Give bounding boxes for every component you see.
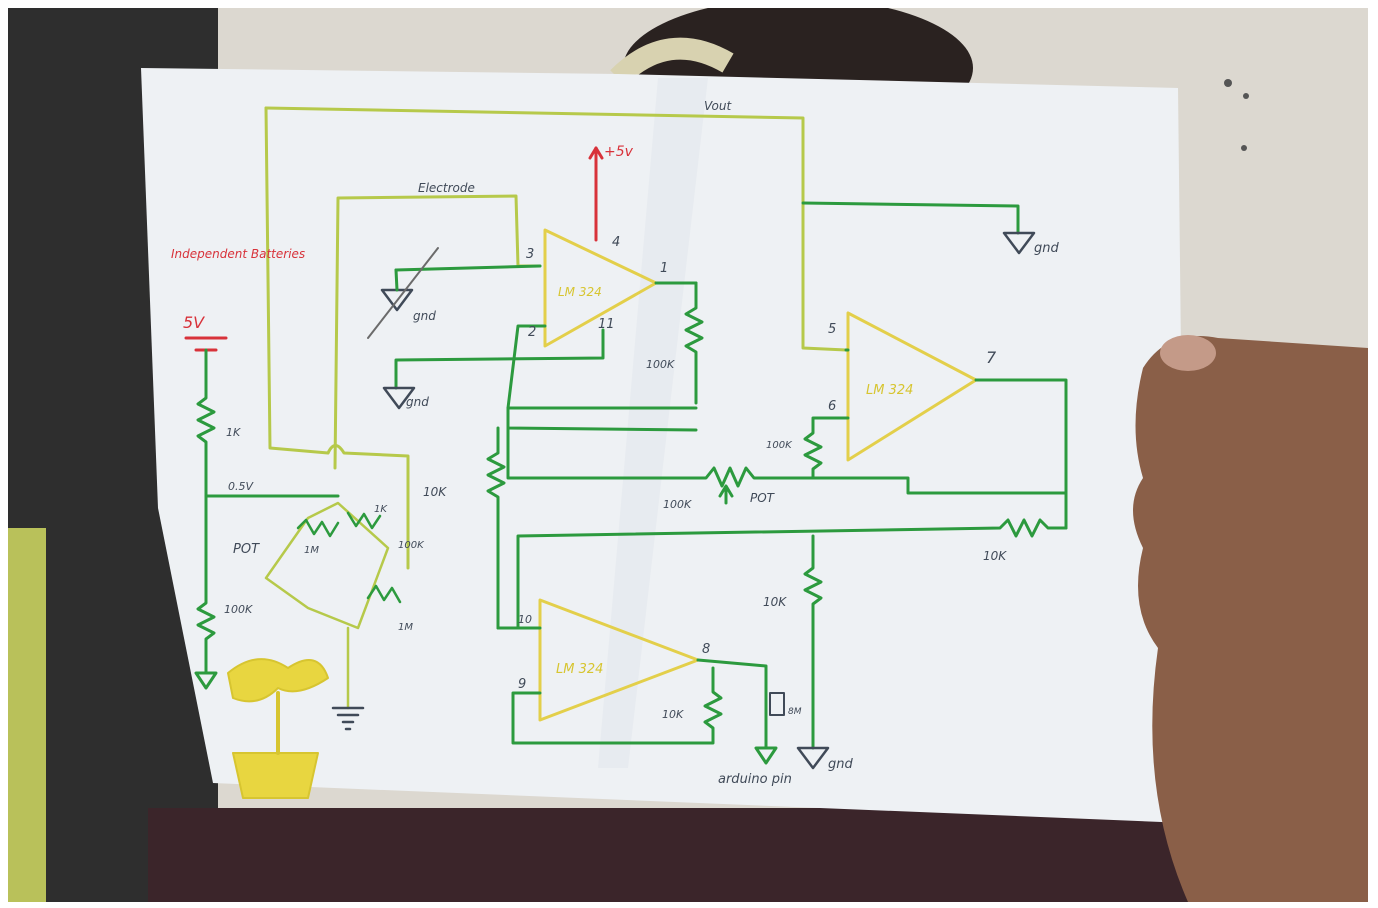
pin-label: 5 bbox=[828, 322, 836, 337]
resistor-label: 10K bbox=[662, 708, 684, 721]
wire-u1-in3 bbox=[394, 264, 542, 272]
plant-leaves bbox=[227, 658, 329, 703]
gnd-u1 bbox=[382, 386, 416, 410]
wire-u3-out bbox=[696, 658, 768, 750]
pot-label: POT bbox=[750, 491, 776, 505]
scene: Independent Batteries 5V +5v Vout Electr… bbox=[8, 8, 1368, 902]
photo-frame: Independent Batteries 5V +5v Vout Electr… bbox=[8, 8, 1368, 902]
led-label: 8M bbox=[788, 707, 802, 717]
bridge-label: 1K bbox=[374, 504, 388, 515]
resistor-label: 1K bbox=[226, 426, 241, 439]
pin-label: 3 bbox=[526, 247, 534, 262]
resistor-label: 100K bbox=[766, 440, 793, 451]
headphones bbox=[610, 37, 734, 86]
opamp-u3 bbox=[538, 598, 700, 722]
opamp-u1 bbox=[543, 228, 658, 348]
pin-label: 11 bbox=[598, 317, 615, 332]
wire-gnd-electrode bbox=[394, 268, 399, 292]
wall-mark bbox=[1224, 79, 1232, 87]
pin-label: 7 bbox=[986, 348, 997, 367]
opamp-u2 bbox=[846, 311, 978, 462]
bridge-outline bbox=[264, 501, 390, 630]
wire-vout-loop bbox=[264, 106, 848, 352]
gnd-top-right bbox=[1002, 231, 1036, 255]
wall-mark bbox=[1241, 145, 1247, 151]
scribble bbox=[367, 247, 439, 339]
resistor-u3-10k bbox=[511, 666, 723, 745]
arrow-5v bbox=[588, 146, 604, 160]
supply-label: +5v bbox=[604, 144, 634, 160]
resistor-label: 10K bbox=[423, 485, 447, 499]
bridge-label: 1M bbox=[398, 622, 413, 633]
wire-pot-mid bbox=[506, 426, 1068, 495]
pin-label: 1 bbox=[660, 261, 668, 276]
resistor-u1-feedback bbox=[684, 281, 704, 405]
thumbnail bbox=[1160, 335, 1216, 371]
resistor-label: 100K bbox=[646, 358, 675, 371]
resistor-10k-right bbox=[516, 518, 1068, 630]
bridge-label: 1M bbox=[304, 545, 319, 556]
arduino-label: arduino pin bbox=[718, 772, 792, 787]
electrode-label: Electrode bbox=[418, 181, 475, 195]
pin-label: 6 bbox=[828, 399, 836, 414]
gnd-label: gnd bbox=[1034, 241, 1059, 256]
wire-u2-out bbox=[974, 378, 1068, 530]
wire-left-divider bbox=[196, 348, 216, 675]
wire-u1-in2 bbox=[506, 324, 698, 410]
led-component bbox=[769, 692, 785, 716]
gnd-label: gnd bbox=[413, 309, 436, 323]
wire-vout-left bbox=[264, 106, 330, 455]
gnd-bottom-right bbox=[796, 746, 830, 770]
opamp-u2-label: LM 324 bbox=[866, 383, 913, 398]
pin-label: 4 bbox=[612, 235, 620, 250]
resistor-u2-100k bbox=[803, 416, 850, 480]
battery-label: Independent Batteries bbox=[171, 247, 305, 261]
wall-mark bbox=[1243, 93, 1249, 99]
resistor-label: 10K bbox=[763, 595, 787, 609]
arduino-arrow bbox=[754, 746, 778, 765]
resistor-10k-left bbox=[486, 426, 520, 630]
bridge-resistor bbox=[366, 584, 402, 604]
pin-label: 2 bbox=[528, 325, 536, 340]
yellow-object bbox=[8, 528, 46, 902]
battery-voltage-label: 5V bbox=[183, 313, 205, 332]
node-label: 0.5V bbox=[228, 480, 254, 493]
gnd-label: gnd bbox=[828, 757, 853, 772]
wire-crossover bbox=[326, 444, 410, 570]
resistor-label: 10K bbox=[983, 549, 1007, 563]
pot-arrow bbox=[718, 484, 734, 498]
bridge-label: 100K bbox=[398, 540, 425, 551]
wire-u2-gnd bbox=[801, 201, 1020, 235]
pin-label: 10 bbox=[518, 613, 532, 626]
gnd-label: gnd bbox=[406, 395, 429, 409]
paper-crease bbox=[598, 78, 708, 768]
opamp-u1-label: LM 324 bbox=[558, 285, 602, 299]
resistor-10k-mid bbox=[803, 534, 823, 750]
pin-label: 8 bbox=[702, 642, 710, 657]
resistor-label: 100K bbox=[663, 498, 692, 511]
gnd-left bbox=[194, 671, 218, 690]
plant-pot bbox=[232, 752, 319, 799]
opamp-u3-label: LM 324 bbox=[556, 662, 603, 677]
wire-u1-pin11 bbox=[394, 328, 605, 390]
pot-label: POT bbox=[233, 542, 260, 557]
hand bbox=[1133, 336, 1368, 902]
bridge-resistor bbox=[346, 511, 382, 530]
bridge-pot bbox=[296, 518, 340, 538]
resistor-label: 100K bbox=[224, 603, 253, 616]
vout-label: Vout bbox=[704, 99, 732, 113]
pin-label: 9 bbox=[518, 677, 526, 692]
